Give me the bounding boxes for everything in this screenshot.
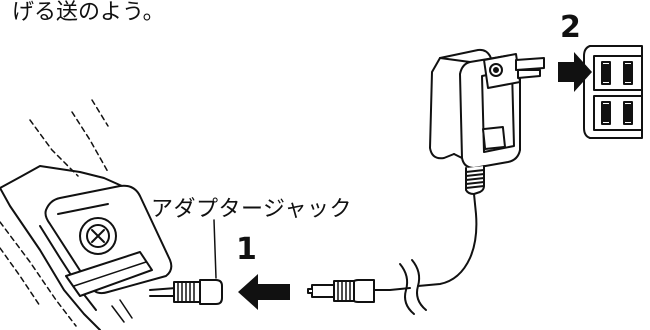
arrow-right-icon <box>558 52 592 92</box>
arrow-left-icon <box>238 274 290 310</box>
adapter-jack-label: アダプタージャック <box>151 197 352 222</box>
adapter-jack <box>173 279 223 305</box>
adapter-cord <box>373 193 478 315</box>
wall-outlet <box>583 45 643 139</box>
cropped-instruction-text: げる送のよう。 <box>12 0 165 25</box>
ac-adapter <box>429 48 545 195</box>
device <box>0 99 177 330</box>
dc-plug <box>307 279 375 303</box>
jack-leader-line <box>213 219 217 279</box>
step-1-number: 1 <box>236 232 257 267</box>
step-2-number: 2 <box>560 10 581 45</box>
